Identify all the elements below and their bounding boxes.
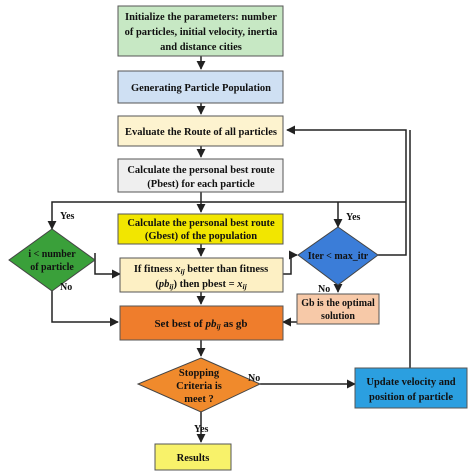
pbest-line-2: (Pbest) for each particle [147, 179, 255, 190]
i-check-line-1: i < number [28, 249, 76, 260]
gb-optimal-line-2: solution [321, 311, 355, 322]
connectors [47, 56, 411, 443]
node-init-box [117, 5, 284, 57]
edge-i-yes-to-fitness [94, 253, 121, 279]
node-evaluate-box [117, 115, 284, 147]
update-line-1: Update velocity and [366, 377, 455, 388]
init-line-3: and distance cities [160, 42, 242, 53]
iter-check-shape [297, 226, 379, 286]
edge-label-stop-no: No [248, 373, 260, 384]
node-i-check-diamond: i < number of particle [8, 228, 96, 292]
node-evaluate-route: Evaluate the Route of all particles [117, 115, 284, 147]
edge-label-i-yes: Yes [60, 211, 75, 222]
node-gb-optimal-box [296, 293, 380, 325]
edge-label-stop-yes: Yes [194, 424, 209, 435]
stopping-line-2: Criteria is [176, 381, 222, 392]
node-global-best: Calculate the personal best route (Gbest… [117, 213, 284, 245]
iter-check-label: Iter < max_itr [308, 251, 369, 262]
node-fitness-box [119, 257, 284, 293]
edge-i-no-to-setbest [51, 291, 119, 327]
results-label: Results [177, 453, 210, 464]
node-pbest-box [117, 158, 284, 193]
gbest-line-1: Calculate the personal best route [127, 218, 275, 229]
node-results: Results [154, 443, 232, 471]
edge-label-iter-no: No [318, 284, 330, 295]
edge-label-iter-yes: Yes [346, 212, 361, 223]
node-set-best: Set best of pbij as gb [119, 305, 284, 341]
pbest-line-1: Calculate the personal best route [127, 165, 275, 176]
node-personal-best: Calculate the personal best route (Pbest… [117, 158, 284, 193]
edge-iter-yes-to-evaluate [286, 125, 407, 256]
node-iter-check-diamond: Iter < max_itr [297, 226, 379, 286]
gbest-line-2: (Gbest) of the population [145, 231, 257, 242]
node-stopping-diamond: Stopping Criteria is meet ? [136, 357, 262, 413]
edge-labels: Yes No Yes No No Yes [60, 211, 361, 435]
update-line-2: position of particle [369, 392, 453, 403]
node-generate-population: Generating Particle Population [117, 70, 284, 104]
node-update-box [354, 367, 468, 409]
node-gb-optimal: Gb is the optimal solution [296, 293, 380, 325]
node-initialize-parameters: Initialize the parameters: number of par… [117, 5, 284, 57]
i-check-line-2: of particle [30, 262, 74, 273]
node-setbest-box [119, 305, 284, 341]
edge-bar-to-i-check [47, 201, 406, 230]
stopping-shape [136, 357, 262, 413]
node-update-velocity: Update velocity and position of particle [354, 367, 468, 409]
node-generate-box [117, 70, 284, 104]
node-gbest-box [117, 213, 284, 245]
evaluate-label: Evaluate the Route of all particles [125, 127, 277, 138]
setbest-label: Set best of pbij as gb [154, 318, 247, 331]
edge-fitness-to-iter [283, 250, 298, 275]
edge-label-i-no: No [60, 282, 72, 293]
fitness-line-2: (pbij) then pbest = xij [155, 279, 247, 291]
init-line-2: of particles, initial velocity, inertia [125, 27, 279, 38]
init-line-1: Initialize the parameters: number [125, 12, 277, 23]
gb-optimal-line-1: Gb is the optimal [301, 298, 375, 309]
stopping-line-3: meet ? [184, 394, 213, 405]
node-fitness-check: If fitness xij better than fitness (pbij… [119, 257, 284, 293]
fitness-line-1: If fitness xij better than fitness [134, 264, 268, 276]
node-results-box [154, 443, 232, 471]
generate-label: Generating Particle Population [131, 83, 271, 94]
stopping-line-1: Stopping [179, 368, 220, 379]
i-check-shape [8, 228, 96, 292]
